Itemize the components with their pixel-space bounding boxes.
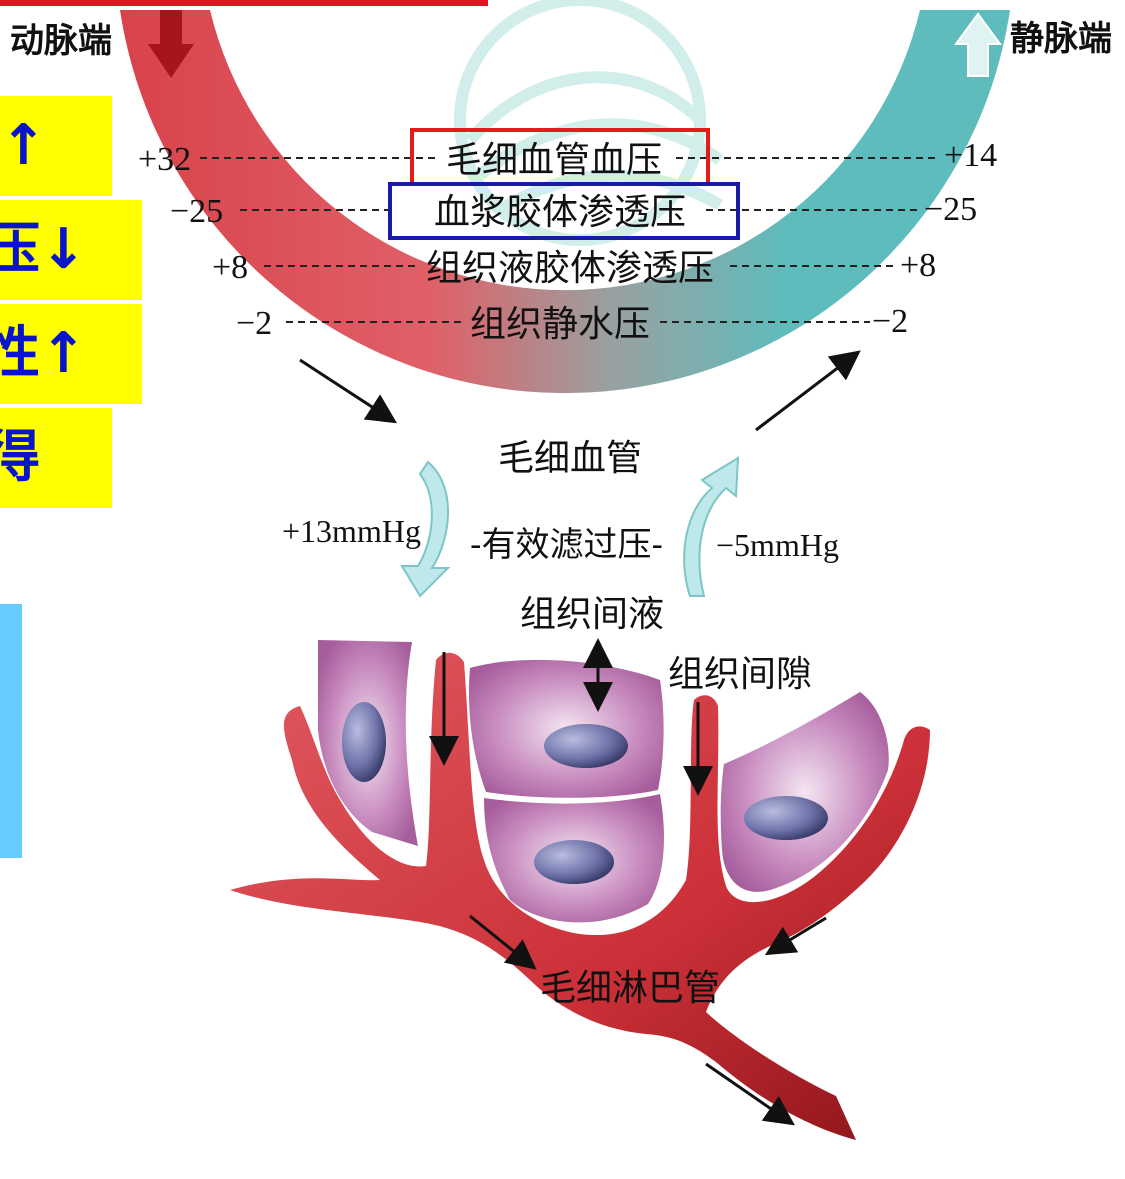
reabsorption-arrow <box>683 456 740 597</box>
tissue-hp-label: 组织静水压 <box>470 304 650 345</box>
tissue-fluid-label: 组织间液 <box>520 594 664 635</box>
venous-bp-value: +14 <box>944 137 997 174</box>
arterial-bp-value: +32 <box>138 141 191 178</box>
capillary-label: 毛细血管 <box>498 438 642 479</box>
venous-tissue-cop-value: +8 <box>900 247 936 284</box>
cell-nucleus <box>534 840 614 884</box>
filtration-arterial-value: +13mmHg <box>282 513 421 549</box>
arterial-tissue-hp-value: −2 <box>236 305 272 342</box>
lymph-flow-arrow <box>764 916 827 956</box>
side-cyan-panel <box>0 604 22 858</box>
arterial-plasma-value: −25 <box>170 193 223 230</box>
plasma-cop-highlight <box>388 182 740 240</box>
side-note-4: 得 <box>0 408 112 508</box>
lymph-capillary-vessel <box>230 652 930 1140</box>
lymph-capillary-label: 毛细淋巴管 <box>540 968 720 1009</box>
venous-flow-arrow <box>954 12 1002 77</box>
arterial-flow-arrow <box>148 10 194 78</box>
tissue-cell <box>468 659 664 798</box>
arterial-flow-line <box>299 358 398 424</box>
tissue-cell <box>484 794 664 923</box>
cell-nucleus <box>342 702 386 782</box>
capillary-bp-label: 毛细血管血压 <box>446 140 662 181</box>
cell-nucleus <box>744 796 828 840</box>
cell-nucleus <box>544 724 628 768</box>
side-note-2: 压↓ <box>0 200 142 300</box>
pressure-lines <box>200 157 940 323</box>
lymph-flow-arrow <box>705 1062 795 1126</box>
capillary-ring <box>120 10 1010 394</box>
venous-end-label: 静脉端 <box>1010 19 1112 59</box>
plasma-cop-label: 血浆胶体渗透压 <box>434 192 686 233</box>
top-red-bar <box>0 0 488 6</box>
tissue-cop-label: 组织液胶体渗透压 <box>426 248 714 289</box>
side-note-3: 性↑ <box>0 304 142 404</box>
lymph-flow-arrow <box>469 914 537 970</box>
venous-flow-line <box>755 350 861 432</box>
side-note-1: ↑ <box>0 96 112 196</box>
venous-tissue-hp-value: −2 <box>872 303 908 340</box>
effective-filtration-label: -有效滤过压- <box>470 525 663 565</box>
arterial-tissue-cop-value: +8 <box>212 249 248 286</box>
tissue-cell <box>318 640 418 846</box>
filtration-venous-value: −5mmHg <box>716 527 839 563</box>
tissue-gap-label: 组织间隙 <box>668 654 812 695</box>
filtration-arrow <box>400 460 451 598</box>
tissue-cell <box>720 692 889 892</box>
arterial-end-label: 动脉端 <box>10 21 112 61</box>
venous-plasma-value: −25 <box>924 191 977 228</box>
